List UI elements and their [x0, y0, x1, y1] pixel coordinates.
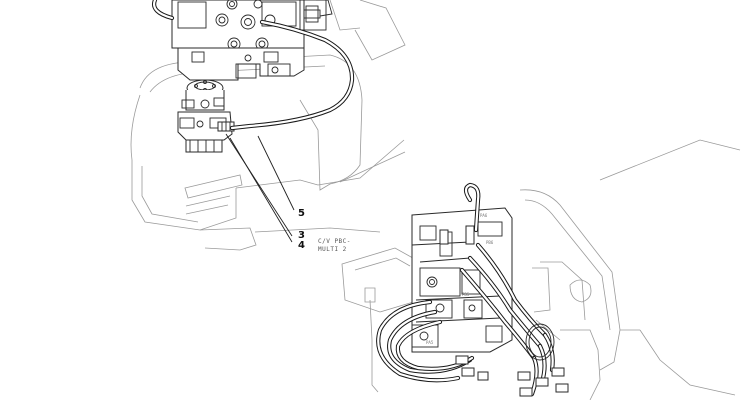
valve-label-line1: C/V PBC- [318, 238, 351, 245]
callout-5: 5 [298, 208, 305, 219]
pilot-valve-assembly [177, 79, 235, 153]
pilot-hose-bundle [376, 182, 569, 397]
port-label-pa6: PA6 [480, 213, 488, 218]
pilot-hose-upper [152, 0, 355, 131]
callout-3: 3 [298, 230, 305, 241]
callout-4: 4 [298, 240, 305, 251]
upper-control-valve [171, 0, 333, 81]
machine-frame [130, 0, 741, 401]
callout-leaders [225, 133, 295, 243]
lower-control-valve: PA6 PB6 PA5 PB5 [411, 207, 513, 353]
port-label-pa5: PA5 [426, 340, 434, 345]
valve-label-line2: MULTI 2 [318, 246, 347, 253]
port-label-pb6: PB6 [486, 240, 494, 245]
port-label-pb5: PB5 [462, 292, 470, 297]
